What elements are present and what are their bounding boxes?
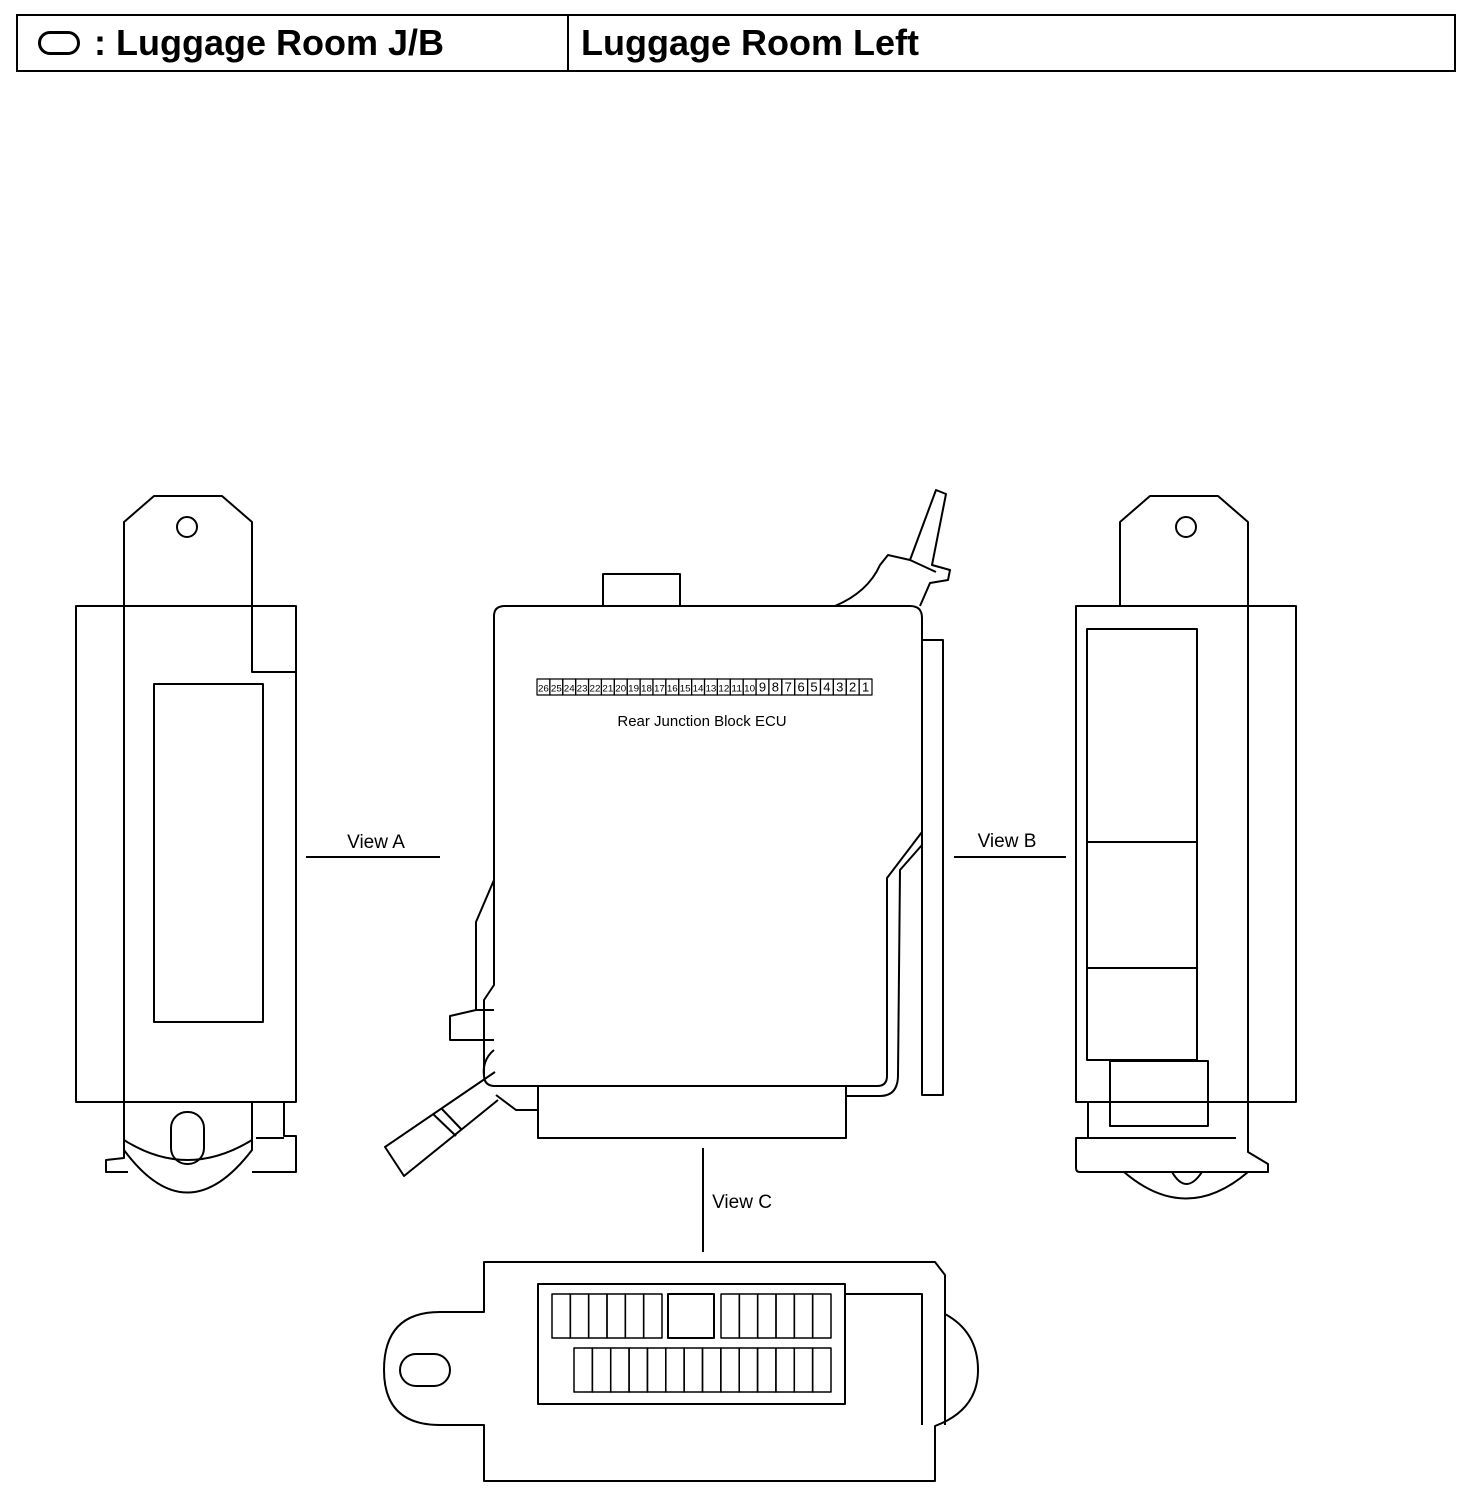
pin-number: 25 — [551, 684, 562, 694]
fuse-row-bottom — [573, 1347, 832, 1393]
fuse-slot — [793, 1293, 814, 1339]
pin-number: 1 — [862, 680, 869, 695]
bottom-view — [383, 1261, 979, 1482]
header-table: : Luggage Room J/B Luggage Room Left — [16, 14, 1456, 72]
left-side-view — [75, 495, 297, 1194]
view-labels: View A View B View C — [306, 831, 1066, 1252]
pin-number: 12 — [718, 684, 729, 694]
fuse-slot — [606, 1293, 627, 1339]
fuse-slot — [811, 1347, 832, 1393]
pin-cell — [858, 678, 873, 696]
pin-number: 9 — [759, 680, 766, 695]
fuse-slot — [646, 1347, 667, 1393]
view-b-label: View B — [978, 831, 1037, 852]
ecu-label: Rear Junction Block ECU — [617, 713, 786, 730]
header-cell-location: Luggage Room Left — [569, 16, 1454, 70]
fuse-slot — [665, 1347, 685, 1393]
fuse-slot — [756, 1347, 777, 1393]
fuse-slot — [701, 1347, 722, 1393]
fuse-slot — [683, 1347, 704, 1393]
pin-number: 24 — [564, 684, 575, 694]
fuse-slot — [573, 1347, 594, 1393]
fuse-slot — [720, 1347, 740, 1393]
fuse-slot — [756, 1293, 777, 1339]
fuse-slot — [551, 1293, 572, 1339]
fuse-slot — [720, 1293, 741, 1339]
pin-number: 4 — [823, 680, 830, 695]
pin-number: 10 — [744, 684, 755, 694]
fuse-slot — [591, 1347, 612, 1393]
view-c-label: View C — [712, 1192, 772, 1213]
pin-number: 22 — [590, 684, 601, 694]
fuse-slot — [642, 1293, 663, 1339]
fuse-slot — [609, 1347, 630, 1393]
pin-number: 19 — [628, 684, 639, 694]
fuse-slot — [775, 1293, 796, 1339]
pin-number: 2 — [849, 680, 856, 695]
fuse-slot — [738, 1293, 759, 1339]
pin-number: 26 — [538, 684, 549, 694]
fuse-slot — [624, 1293, 645, 1339]
fuse-slot — [775, 1347, 796, 1393]
pin-number: 23 — [577, 684, 588, 694]
fuse-slot — [738, 1347, 759, 1393]
fuse-row-top — [551, 1293, 832, 1339]
pin-number: 15 — [680, 684, 691, 694]
pin-number: 16 — [667, 684, 678, 694]
header-cell-junction-block: : Luggage Room J/B — [18, 16, 569, 70]
pin-number: 18 — [641, 684, 652, 694]
pin-number: 17 — [654, 684, 665, 694]
pin-number: 8 — [772, 680, 779, 695]
fuse-slot — [569, 1293, 590, 1339]
rounded-rect-icon — [38, 31, 80, 55]
fuse-slot — [587, 1293, 608, 1339]
pin-number: 3 — [836, 680, 843, 695]
pin-number: 14 — [693, 684, 704, 694]
right-side-view — [1075, 495, 1297, 1200]
view-a-label: View A — [347, 832, 405, 853]
pin-number: 13 — [705, 684, 716, 694]
fuse-slot — [628, 1347, 649, 1393]
relay-slot — [667, 1293, 715, 1339]
fuse-slot — [811, 1293, 832, 1339]
pin-number: 5 — [810, 680, 817, 695]
pin-number: 6 — [798, 680, 805, 695]
pin-number: 20 — [615, 684, 626, 694]
junction-block-label: : Luggage Room J/B — [94, 22, 444, 63]
location-label: Luggage Room Left — [581, 22, 919, 63]
fuse-slot — [793, 1347, 814, 1393]
pin-number: 11 — [731, 684, 742, 694]
pin-number: 7 — [785, 680, 792, 695]
pin-number: 21 — [602, 684, 613, 694]
